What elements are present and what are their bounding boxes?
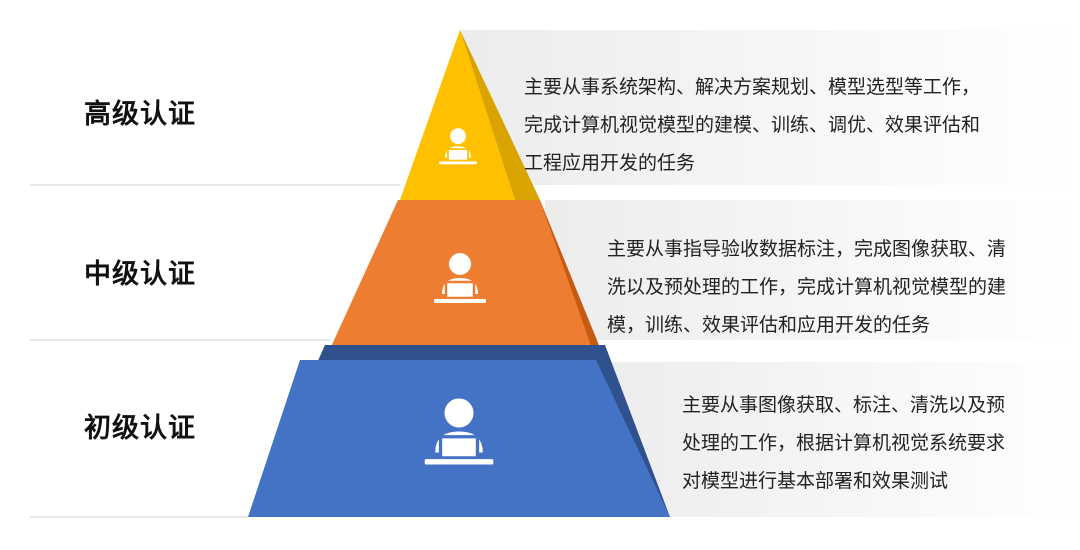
level-description-advanced: 主要从事系统架构、解决方案规划、模型选型等工作， 完成计算机视觉模型的建模、训练… <box>524 68 980 182</box>
description-band-top <box>460 30 1080 185</box>
pyramid-tier-top <box>400 30 515 200</box>
description-line: 处理的工作，根据计算机视觉系统要求 <box>682 432 1006 454</box>
description-band-bottom <box>595 362 1080 517</box>
pyramid-tier-top-shadow <box>460 30 540 200</box>
description-line: 模，训练、效果评估和应用开发的任务 <box>607 314 931 336</box>
description-band-middle <box>545 200 1080 340</box>
person-at-laptop-icon <box>439 128 477 165</box>
description-line: 完成计算机视觉模型的建模、训练、调优、效果评估和 <box>524 114 981 136</box>
description-line: 主要从事指导验收数据标注，完成图像获取、清 <box>607 238 1007 260</box>
description-line: 洗以及预处理的工作，完成计算机视觉模型的建 <box>607 276 1007 298</box>
level-title-intermediate: 中级认证 <box>84 259 196 290</box>
level-description-intermediate: 主要从事指导验收数据标注，完成图像获取、清 洗以及预处理的工作，完成计算机视觉模… <box>607 230 1006 344</box>
description-line: 工程应用开发的任务 <box>524 152 696 174</box>
description-line: 主要从事图像获取、标注、清洗以及预 <box>682 394 1006 416</box>
description-line: 对模型进行基本部署和效果测试 <box>682 470 949 492</box>
level-title-advanced: 高级认证 <box>84 99 196 130</box>
level-title-beginner: 初级认证 <box>84 413 196 444</box>
description-line: 主要从事系统架构、解决方案规划、模型选型等工作， <box>524 76 981 98</box>
level-description-beginner: 主要从事图像获取、标注、清洗以及预 处理的工作，根据计算机视觉系统要求 对模型进… <box>682 386 1005 500</box>
person-at-laptop-icon <box>424 398 494 465</box>
person-at-laptop-icon <box>434 253 486 303</box>
